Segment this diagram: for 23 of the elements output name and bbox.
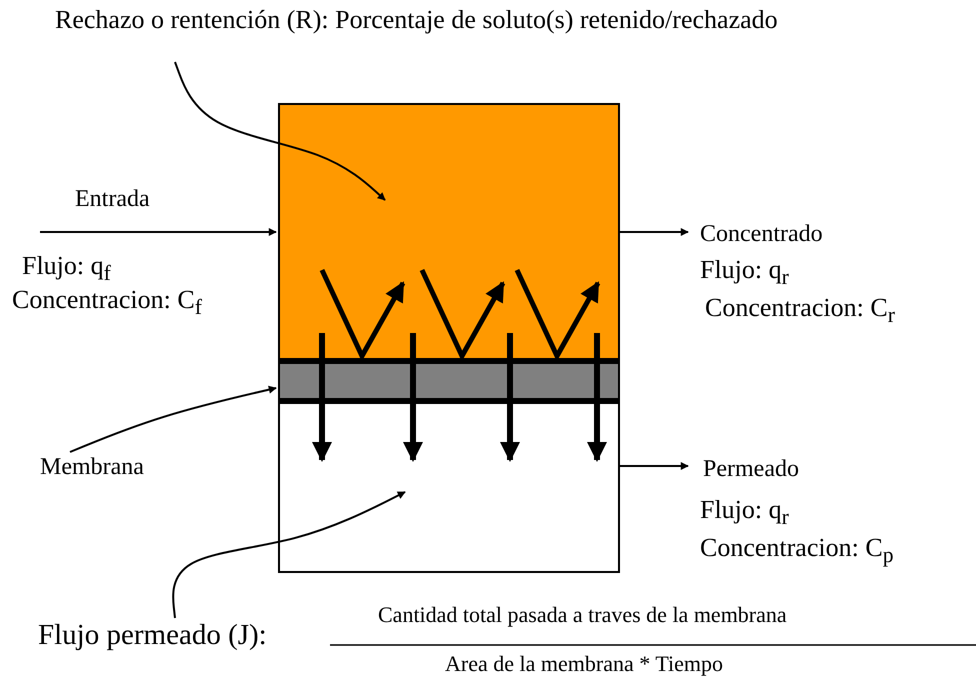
arrow — [172, 491, 406, 618]
arrow — [620, 228, 689, 236]
chamber-box — [278, 402, 620, 573]
flow-label: Flujo: q$_{r}$ — [700, 496, 789, 530]
fraction-denominator: Area de la membrana * Tiempo — [445, 652, 723, 676]
edge-label: Entrada — [75, 186, 150, 212]
flow-label: Concentracion: C$_{f}$ — [12, 286, 202, 320]
chamber-box — [278, 103, 620, 360]
fraction-numerator: Cantidad total pasada a traves de la membrana — [378, 603, 787, 628]
arrow — [40, 228, 277, 236]
flow-label: Flujo: q$_{f}$ — [22, 252, 111, 286]
node-label: Permeado — [703, 456, 799, 482]
node-label: Concentrado — [700, 221, 823, 248]
callout-text: Rechazo o rentención (R): Porcentaje de soluto(s) retenido/rechazado — [55, 6, 778, 35]
flow-label: Flujo: q$_{r}$ — [700, 256, 789, 290]
arrow — [174, 62, 386, 201]
node-label: Flujo permeado (J): — [38, 620, 267, 652]
flow-label: Concentracion: C$_{r}$ — [705, 294, 895, 328]
node-label: Membrana — [40, 454, 144, 480]
membrane-bar — [278, 360, 620, 402]
arrow — [620, 462, 689, 470]
arrow — [70, 386, 277, 453]
flow-label: Concentracion: C$_{p}$ — [700, 534, 894, 568]
